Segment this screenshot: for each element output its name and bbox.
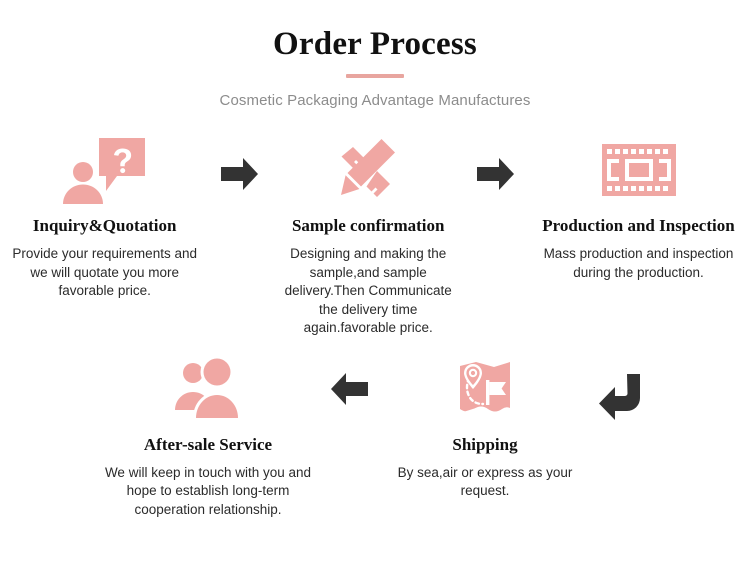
step-description: Provide your requirements and we will qu… (12, 246, 197, 298)
header: Order Process Cosmetic Packaging Advanta… (0, 0, 750, 111)
process-step-shipping: Shipping By sea,air or express as your r… (380, 350, 590, 501)
step-description: Mass production and inspection during th… (543, 246, 734, 280)
process-row-bottom: After-sale Service We will keep in touch… (0, 350, 750, 520)
process-step-after-sale: After-sale Service We will keep in touch… (98, 350, 318, 520)
film-strip-icon (601, 131, 676, 209)
arrow-left-icon (318, 350, 380, 406)
process-step-production: Production and Inspection Mass productio… (527, 131, 750, 282)
step-title: Shipping (452, 434, 518, 454)
process-step-inquiry: Inquiry&Quotation Provide your requireme… (0, 131, 209, 301)
step-description: We will keep in touch with you and hope … (104, 464, 312, 517)
step-title: Inquiry&Quotation (32, 216, 177, 235)
page-subtitle: Cosmetic Packaging Advantage Manufacture… (219, 92, 531, 109)
arrow-right-icon (465, 131, 527, 191)
two-users-icon (173, 350, 243, 428)
step-description: Designing and making the sample,and samp… (284, 246, 452, 335)
step-title: After-sale Service (143, 434, 273, 454)
map-pin-flag-icon (456, 350, 514, 428)
arrow-return-down-left-icon (590, 350, 652, 422)
title-divider (346, 74, 404, 78)
step-title: Production and Inspection (542, 216, 735, 235)
page-title: Order Process (273, 26, 477, 62)
pencil-ruler-icon (333, 131, 403, 209)
person-question-icon (59, 131, 151, 209)
process-step-sample: Sample confirmation Designing and making… (271, 131, 465, 338)
step-description: By sea,air or express as your request. (397, 464, 573, 499)
arrow-right-icon (209, 131, 271, 191)
step-title: Sample confirmation (291, 216, 445, 235)
process-row-top: Inquiry&Quotation Provide your requireme… (0, 131, 750, 338)
